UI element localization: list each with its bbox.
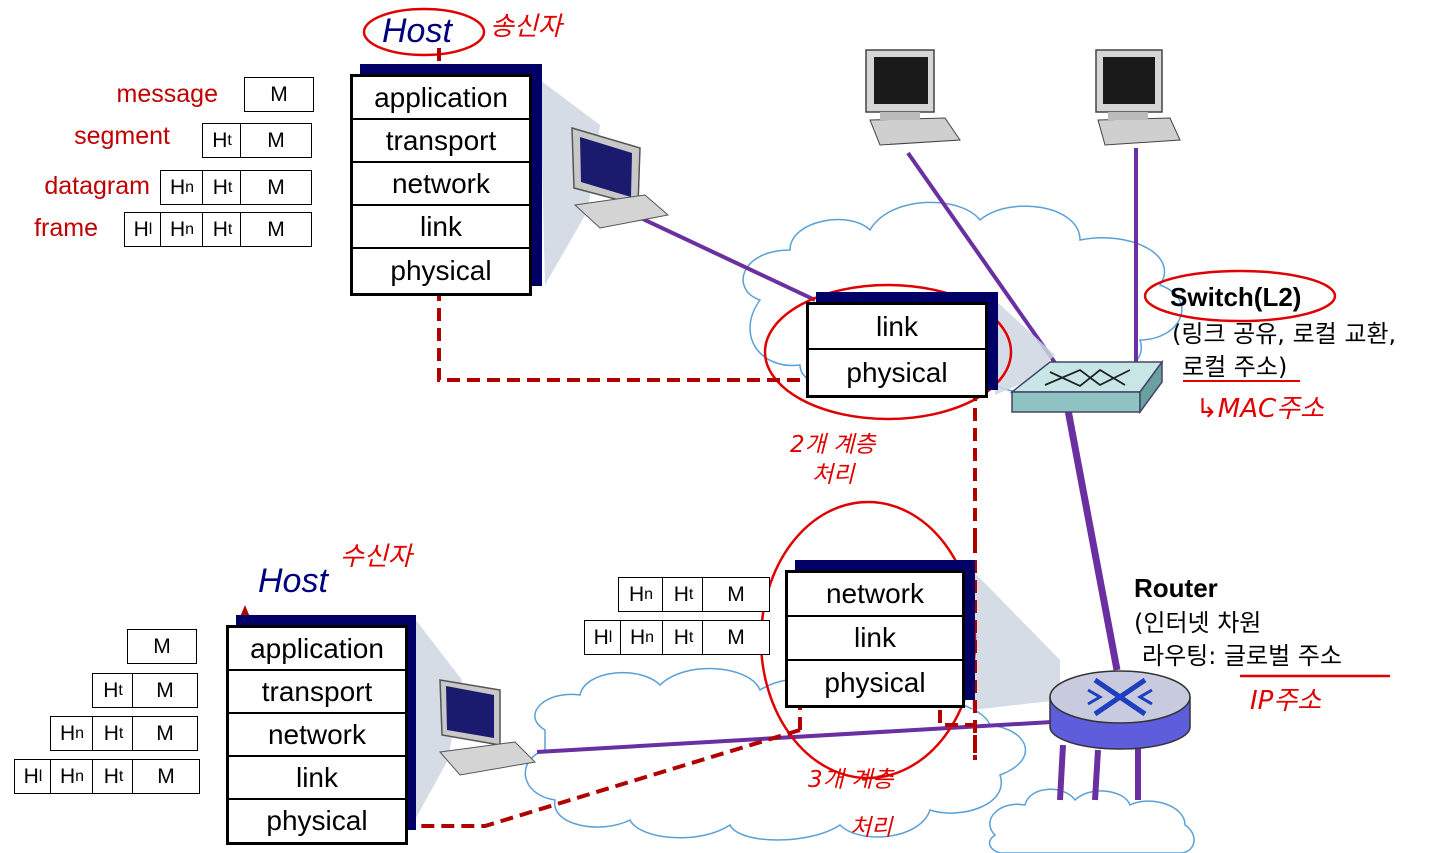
switch-note-line2: 처리 bbox=[812, 462, 855, 488]
sender-segment-m: M bbox=[240, 123, 312, 158]
switch-layer-physical: physical bbox=[846, 356, 948, 388]
label-datagram: datagram bbox=[44, 172, 150, 200]
router-desc-line2: 라우팅: 글로벌 주소 bbox=[1142, 642, 1342, 670]
router-protocol-stack: network link physical bbox=[785, 570, 965, 708]
computer-icon-top-2 bbox=[1095, 49, 1181, 146]
link-switch-router bbox=[1064, 409, 1121, 671]
sender-protocol-stack: application transport network link physi… bbox=[350, 74, 532, 296]
link-top-pc1-switch bbox=[906, 151, 1062, 372]
receiver-segment-m: M bbox=[132, 673, 198, 708]
switch-desc-line2: 로컬 주소) bbox=[1182, 353, 1288, 381]
receiver-layer-transport: transport bbox=[229, 671, 405, 714]
link-sender-switch bbox=[627, 210, 816, 302]
switch-title: Switch(L2) bbox=[1170, 282, 1302, 312]
sender-message-m: M bbox=[244, 77, 314, 112]
link-router-down-1 bbox=[1057, 744, 1066, 801]
sender-host-title: Host bbox=[382, 12, 452, 50]
receiver-layer-link: link bbox=[229, 757, 405, 800]
label-segment: segment bbox=[74, 122, 170, 150]
sender-layer-network: network bbox=[353, 163, 529, 206]
router-note-line2: 처리 bbox=[850, 815, 893, 841]
receiver-datagram-m: M bbox=[132, 716, 198, 751]
switch-layer-link: link bbox=[809, 305, 985, 350]
computer-icon-top-1 bbox=[865, 49, 961, 146]
switch-stack-projection bbox=[995, 300, 1055, 395]
sender-host-circle bbox=[362, 7, 486, 57]
router-icon bbox=[1049, 670, 1191, 750]
receiver-message-m: M bbox=[127, 629, 197, 664]
sender-layer-application: application bbox=[353, 77, 529, 120]
sender-frame-m: M bbox=[240, 212, 312, 247]
sender-note: 송신자 bbox=[490, 12, 562, 42]
receiver-stack-projection bbox=[412, 615, 462, 825]
network-cloud-bottom-right bbox=[988, 788, 1195, 853]
router-title: Router bbox=[1134, 573, 1218, 603]
router-layer-link: link bbox=[788, 617, 962, 661]
switch-note-line1: 2개 계층 bbox=[790, 432, 876, 458]
sender-datagram-m: M bbox=[240, 170, 312, 205]
computer-icon-receiver bbox=[439, 679, 537, 776]
label-message: message bbox=[116, 80, 218, 108]
sender-layer-link: link bbox=[353, 206, 529, 249]
switch-layers-circle bbox=[763, 283, 1013, 421]
label-frame: frame bbox=[34, 214, 98, 242]
receiver-note: 수신자 bbox=[340, 542, 412, 572]
router-note-line1: 3개 계층 bbox=[808, 767, 894, 793]
switch-mac-note: ↳MAC주소 bbox=[1196, 394, 1324, 424]
router-frame-m: M bbox=[702, 620, 770, 655]
receiver-protocol-stack: application transport network link physi… bbox=[226, 625, 408, 845]
router-layer-network: network bbox=[788, 573, 962, 617]
router-stack-projection bbox=[972, 570, 1060, 710]
sender-layer-transport: transport bbox=[353, 120, 529, 163]
receiver-layer-physical: physical bbox=[266, 805, 368, 836]
switch-protocol-stack: link physical bbox=[806, 302, 988, 398]
receiver-frame-m: M bbox=[132, 759, 200, 794]
router-layer-physical: physical bbox=[824, 667, 926, 698]
sender-layer-physical: physical bbox=[390, 255, 492, 286]
network-cloud-lower bbox=[524, 667, 1027, 841]
switch-icon bbox=[1009, 359, 1164, 415]
computer-icon-sender bbox=[571, 126, 670, 229]
receiver-layer-application: application bbox=[229, 628, 405, 671]
router-ip-note: IP주소 bbox=[1250, 686, 1322, 716]
receiver-host-title: Host bbox=[258, 562, 328, 600]
switch-title-circle bbox=[1143, 269, 1337, 323]
receiver-layer-network: network bbox=[229, 714, 405, 757]
router-datagram-m: M bbox=[702, 577, 770, 612]
link-router-down-2 bbox=[1092, 749, 1101, 801]
router-desc-line1: (인터넷 차원 bbox=[1134, 609, 1262, 637]
switch-desc-line1: (링크 공유, 로컬 교환, bbox=[1172, 320, 1397, 348]
